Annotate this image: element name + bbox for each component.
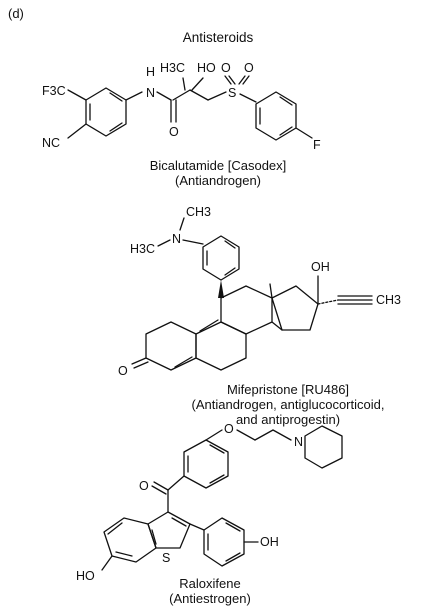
raloxifene-oh-right-label: OH [260,535,279,549]
mifepristone-role-line-2: and antiprogestin) [235,412,341,427]
mifepristone-ring-a [145,321,197,371]
raloxifene-role: (Antiestrogen) [169,591,251,606]
bicalutamide-nh-h-label: H [146,65,155,79]
mifepristone-structure: CH3 N H3C O OH [118,205,401,378]
bicalutamide-cf3-label: F3C [42,84,66,98]
raloxifene-hydroxyphenyl-ring [203,517,245,567]
figure-title: Antisteroids [182,30,254,45]
raloxifene-piperidine-ring [304,425,343,469]
raloxifene-thiophene-ring [147,511,191,549]
mifepristone-h3c-label: H3C [130,242,155,256]
bicalutamide-carbonyl-o-label: O [169,125,179,139]
bicalutamide-name: Bicalutamide [Casodex] [149,158,287,173]
raloxifene-ether-o-label: O [224,422,234,436]
raloxifene-name: Raloxifene [179,576,241,591]
raloxifene-structure: O N O S HO OH [76,422,343,583]
mifepristone-ch3-right-label: CH3 [376,293,401,307]
raloxifene-ketone-o-label: O [139,479,149,493]
mifepristone-n-label: N [172,232,181,246]
panel-label: (d) [8,6,24,21]
mifepristone-oh-label: OH [311,260,330,274]
bicalutamide-sulfonyl-o1-label: O [221,61,231,75]
mifepristone-name: Mifepristone [RU486] [226,382,350,397]
mifepristone-ring-c [220,285,273,335]
mifepristone-role-line-1: (Antiandrogen, antiglucocorticoid, [191,397,385,412]
bicalutamide-fluorophenyl-ring [255,91,297,141]
bicalutamide-aryl-ring [85,87,127,137]
mifepristone-ring-d [271,285,319,331]
raloxifene-s-label: S [162,551,170,565]
bicalutamide-cn-label: NC [42,136,60,150]
raloxifene-n-label: N [294,435,303,449]
mifepristone-ketone-o-label: O [118,364,128,378]
raloxifene-ho-left-label: HO [76,569,95,583]
bicalutamide-structure: F3C NC H N O H3C HO S O O [42,61,321,152]
bicalutamide-f-label: F [313,138,321,152]
mifepristone-phenyl-ring [202,235,240,281]
mifepristone-ch3-top-label: CH3 [186,205,211,219]
bicalutamide-role: (Antiandrogen) [175,173,261,188]
bicalutamide-s-label: S [228,86,236,100]
bicalutamide-n-label: N [146,86,155,100]
bicalutamide-ch3-label: H3C [160,61,185,75]
raloxifene-phenoxy-ring [183,439,229,489]
mifepristone-wedge-bond [218,280,224,298]
bicalutamide-sulfonyl-o2-label: O [244,61,254,75]
bicalutamide-oh-label: HO [197,61,216,75]
